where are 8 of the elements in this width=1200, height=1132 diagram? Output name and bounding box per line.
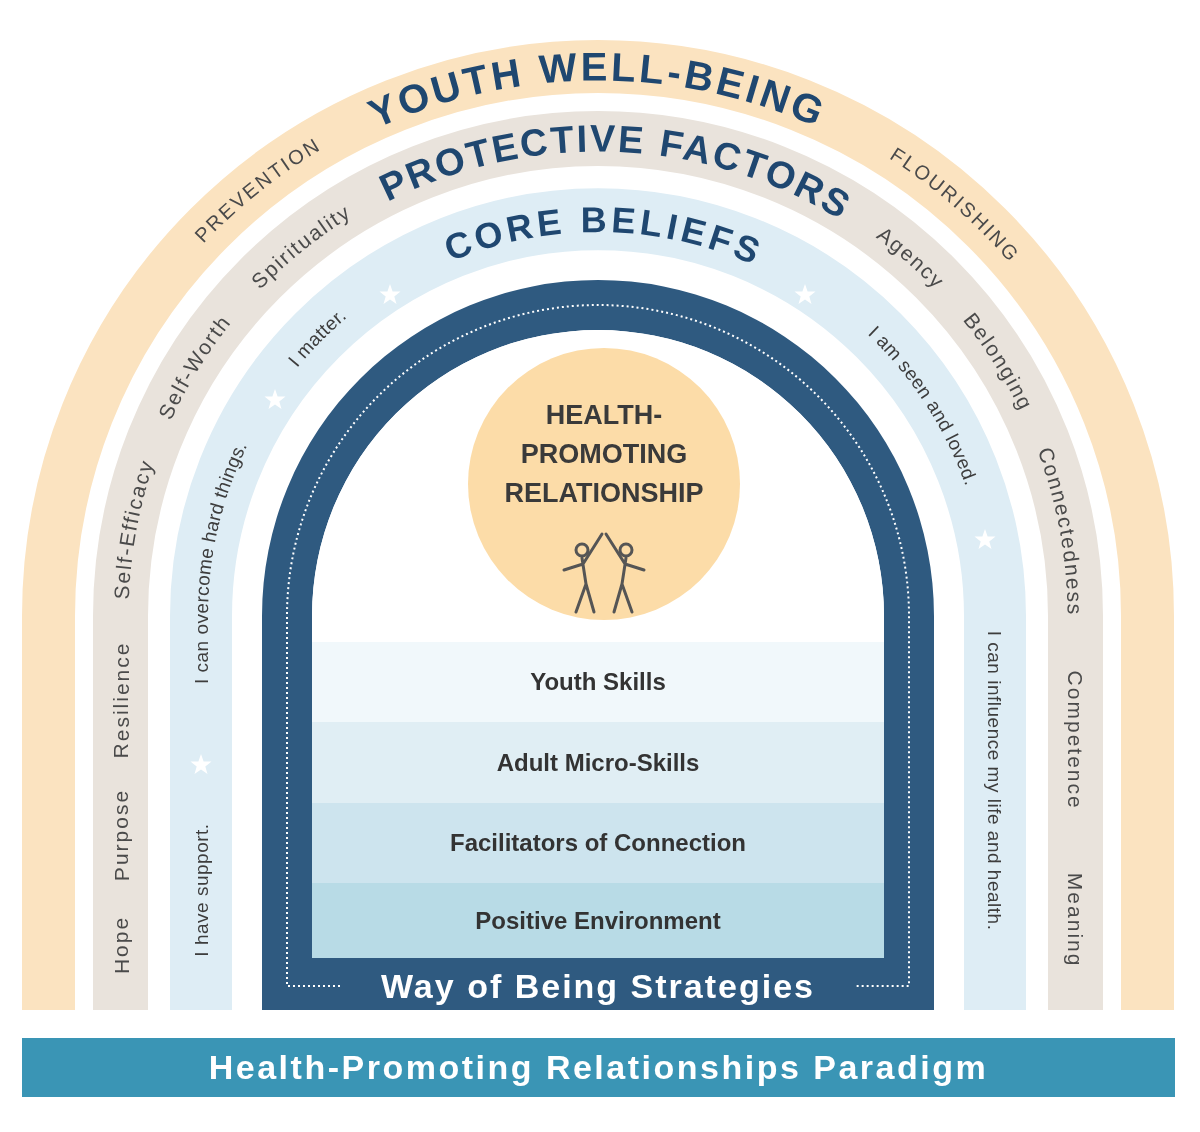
- layer-band: Facilitators of Connection: [312, 803, 884, 883]
- arch-band: [22, 40, 1174, 1010]
- banner-bar: Health-Promoting Relationships Paradigm: [22, 1038, 1175, 1097]
- layer-band: Positive Environment: [312, 883, 884, 958]
- arch-title: Way of Being Strategies: [380, 966, 816, 1007]
- layer-band: Adult Micro-Skills: [312, 722, 884, 803]
- circle-text: HEALTH-PROMOTING RELATIONSHIP: [503, 399, 705, 510]
- layer-band: Youth Skills: [312, 642, 884, 722]
